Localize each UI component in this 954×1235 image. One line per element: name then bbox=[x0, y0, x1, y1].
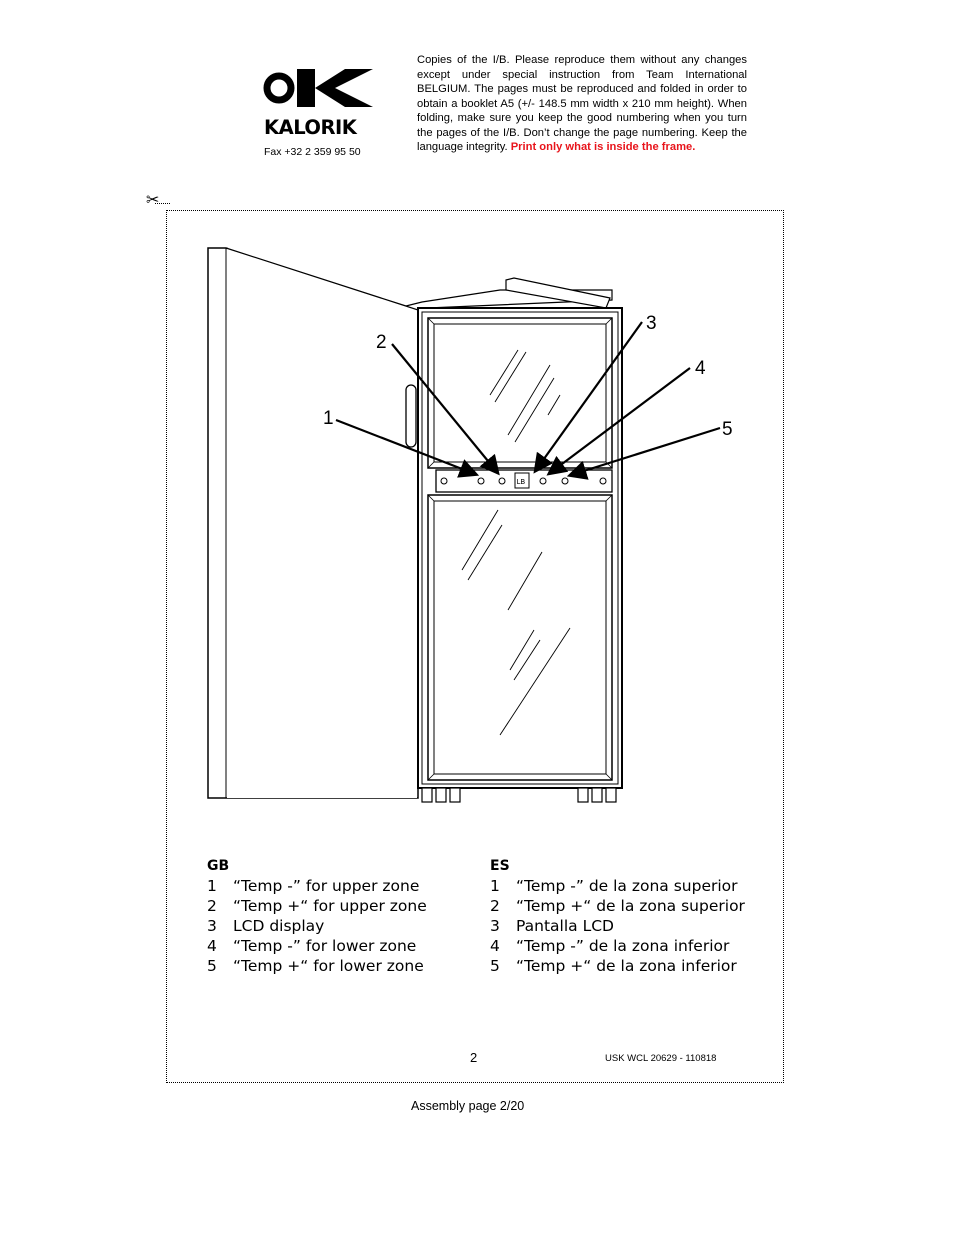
callout-label-1: 1 bbox=[323, 408, 334, 429]
scissors-icon: ✂ bbox=[146, 190, 160, 209]
top-hinge bbox=[505, 277, 611, 309]
list-item: 4“Temp -” for lower zone bbox=[207, 937, 417, 955]
document-code: USK WCL 20629 - 110818 bbox=[605, 1053, 717, 1064]
logo-wordmark: KALORIK bbox=[264, 116, 358, 139]
list-item: 4“Temp -” de la zona inferior bbox=[490, 937, 730, 955]
legend-spanish: ES 1“Temp -” de la zona superior 2“Temp … bbox=[490, 856, 745, 976]
wine-cooler-diagram: LB bbox=[207, 247, 721, 803]
control-panel: LB bbox=[435, 469, 613, 493]
callout-arrow-2 bbox=[391, 343, 500, 476]
legend-heading: ES bbox=[490, 858, 510, 874]
cooler-door bbox=[417, 307, 623, 789]
print-frame bbox=[166, 210, 784, 1083]
temp-minus-lower-button bbox=[539, 477, 547, 485]
print-instructions: Copies of the I/B. Please reproduce them… bbox=[417, 53, 747, 155]
callout-label-3: 3 bbox=[646, 313, 657, 334]
callout-arrow-3 bbox=[533, 321, 643, 474]
glass-reflections bbox=[461, 349, 571, 736]
list-item: 5“Temp +“ for lower zone bbox=[207, 957, 424, 975]
cooler-feet bbox=[421, 787, 617, 803]
lcd-display bbox=[514, 472, 530, 489]
legend-heading: GB bbox=[207, 858, 230, 874]
instructions-warning: Print only what is inside the frame. bbox=[510, 141, 696, 153]
assembly-page-label: Assembly page 2/20 bbox=[411, 1099, 525, 1113]
callout-arrow-4 bbox=[546, 367, 691, 476]
list-item: 2“Temp +“ de la zona superior bbox=[490, 897, 745, 915]
list-item: 5“Temp +“ de la zona inferior bbox=[490, 957, 737, 975]
temp-plus-upper-button bbox=[498, 477, 506, 485]
instructions-text: Copies of the I/B. Please reproduce them… bbox=[417, 54, 747, 153]
cabinet-side bbox=[207, 247, 613, 799]
fax-number: Fax +32 2 359 95 50 bbox=[264, 146, 361, 158]
temp-plus-lower-button bbox=[561, 477, 569, 485]
legend-english: GB 1“Temp -” for upper zone 2“Temp +“ fo… bbox=[207, 856, 427, 976]
list-item: 2“Temp +“ for upper zone bbox=[207, 897, 427, 915]
kalorik-logo: KALORIK bbox=[263, 69, 373, 139]
list-item: 1“Temp -” de la zona superior bbox=[490, 877, 738, 895]
cut-line bbox=[155, 203, 170, 204]
callout-arrow-5 bbox=[566, 426, 721, 480]
page-number: 2 bbox=[470, 1050, 478, 1065]
temp-minus-upper-button bbox=[477, 477, 485, 485]
callout-arrow-1 bbox=[335, 418, 480, 478]
callout-label-4: 4 bbox=[695, 358, 706, 379]
callout-label-5: 5 bbox=[722, 419, 733, 440]
lcd-display-text: LB bbox=[517, 478, 526, 486]
callout-label-2: 2 bbox=[376, 332, 387, 353]
list-item: 1“Temp -” for upper zone bbox=[207, 877, 420, 895]
